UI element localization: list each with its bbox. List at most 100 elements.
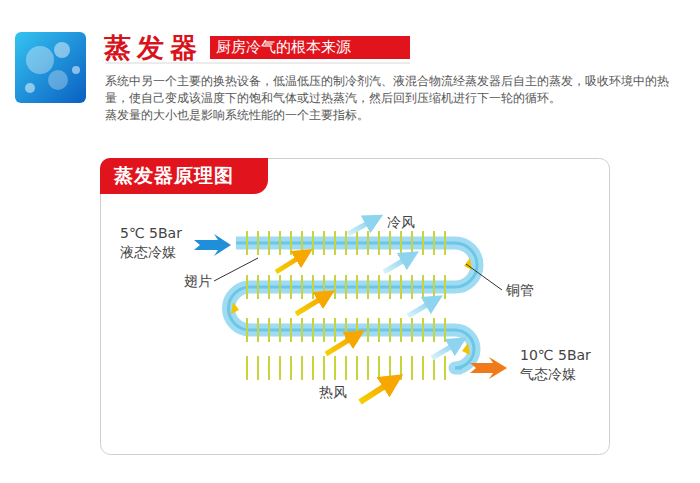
fin [345,356,347,380]
state-label: 5℃ 5Bar [120,225,182,241]
hot-air-arrow [360,384,388,402]
fin [279,231,281,255]
diagram-panel [101,159,610,455]
fin [367,318,369,342]
bubble [26,46,54,74]
leader-line [214,258,258,281]
fin [389,318,391,342]
node-text: 厨房冷气的根本来源 [216,38,351,57]
fin [323,356,325,380]
fin [411,275,413,299]
fin [312,318,314,342]
fin [444,356,446,380]
fin [411,318,413,342]
fin [356,318,358,342]
fin [312,356,314,380]
cold-air-arrow [408,303,430,316]
fin [334,275,336,299]
fin [367,231,369,255]
fin [246,231,248,255]
fin [246,275,248,299]
fin [279,318,281,342]
subtitle-band: 厨房冷气的根本来源 [210,36,410,59]
fin [257,318,259,342]
fin [367,275,369,299]
fin [301,356,303,380]
fin [334,318,336,342]
node-text: 蒸发器原理图 [114,163,234,189]
bubble [48,70,68,90]
fin [323,231,325,255]
fin [301,318,303,342]
fin [400,318,402,342]
fin [246,318,248,342]
fin [422,318,424,342]
fin [290,318,292,342]
state-label: 10℃ 5Bar [520,347,591,363]
fin [334,231,336,255]
bubble [72,66,80,74]
part-label: 铜管 [506,282,534,300]
copper-tube [229,243,478,368]
bubble [54,42,70,58]
hot-air-arrow [276,257,300,272]
fin [290,275,292,299]
cold-air-arrow [348,222,370,234]
bubble [25,83,35,93]
fin [378,356,380,380]
cold-air-arrow [432,345,454,358]
fin [411,231,413,255]
flow-arrow [464,258,472,270]
page-title: 蒸发器 [104,30,203,66]
fin [290,356,292,380]
body-paragraph: 系统中另一个主要的换热设备，低温低压的制冷剂汽、液混合物流经蒸发器后自主的蒸发，… [105,73,690,107]
leader-line [466,264,502,290]
fin [268,318,270,342]
fin [422,356,424,380]
header-icon [15,32,86,103]
fin [378,275,380,299]
fin [312,231,314,255]
medium-label: 液态冷媒 [120,244,176,262]
body-paragraph: 蒸发量的大小也是影响系统性能的一个主要指标。 [105,107,690,124]
panel-tab: 蒸发器原理图 [100,158,268,194]
fin [356,275,358,299]
fin [268,231,270,255]
flow-arrow [231,302,239,314]
tube-core [229,243,478,368]
fin [389,275,391,299]
fin [400,356,402,380]
fin [389,356,391,380]
fin [345,275,347,299]
hot-air-arrow [326,338,352,354]
fin [389,231,391,255]
fin [257,275,259,299]
flow-arrow [462,343,470,355]
medium-label: 气态冷媒 [520,366,576,384]
fin [444,275,446,299]
fin [400,231,402,255]
fin [367,356,369,380]
fin-group [247,231,445,380]
fin [433,275,435,299]
fin [323,275,325,299]
fin [433,318,435,342]
fin [246,356,248,380]
air-label: 冷风 [387,214,415,232]
fin [422,275,424,299]
fin [444,231,446,255]
fin [356,356,358,380]
fin [290,231,292,255]
fin [400,275,402,299]
inlet-arrow [194,234,231,256]
fin [301,231,303,255]
cold-air-arrow [384,259,406,272]
fin [378,318,380,342]
fin [345,231,347,255]
fin [257,231,259,255]
fin [268,275,270,299]
fin [323,318,325,342]
outlet-arrow [470,357,507,379]
fin [312,275,314,299]
